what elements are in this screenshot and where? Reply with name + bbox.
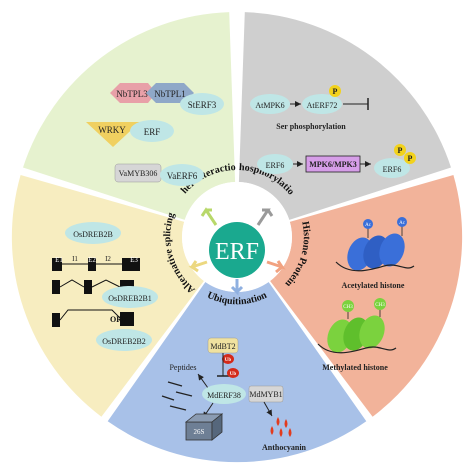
osdreb2b-label: OsDREB2B — [73, 230, 113, 239]
methylated-histone-label: Methylated histone — [322, 363, 388, 372]
acetylated-nucleosome-icon — [335, 217, 415, 272]
vaerf6-oval — [160, 164, 204, 186]
center-arrows — [188, 207, 286, 296]
arrow-splice-icon — [188, 260, 208, 273]
peptides-arrow-icon — [197, 373, 209, 389]
mderf38-oval — [202, 384, 246, 404]
ub-2-label: Ub — [230, 372, 237, 377]
mdmyb1-box — [248, 385, 284, 403]
phosphate-3-icon — [404, 152, 416, 164]
wrky-label: WRKY — [98, 125, 126, 135]
ac-2-label: Ac — [399, 221, 406, 226]
anthocyanin-arrow-icon — [263, 401, 273, 417]
methylated-nucleosome-icon — [317, 298, 397, 354]
nbtpl3-label: NbTPL3 — [116, 89, 148, 99]
vaerf6-label: VaERF6 — [167, 171, 198, 181]
phosphorylation-content: AtMPK6 AtERF72 P Ser phosphorylation ERF… — [250, 85, 416, 178]
arrow-other-icon — [200, 207, 218, 226]
center-label: ERF — [215, 239, 259, 265]
splice-variant-2-icon — [52, 309, 134, 327]
arrow-phos-icon — [256, 208, 274, 226]
phosphate-2-label: P — [398, 146, 403, 155]
sterf3-label: StERF3 — [188, 100, 217, 110]
ub-1-icon — [222, 354, 234, 364]
proteasome-icon — [184, 413, 224, 441]
osdreb2b2-oval — [96, 329, 152, 351]
i1-label: I1 — [72, 255, 78, 263]
sterf3-oval — [180, 93, 224, 115]
mdmyb1-label: MdMYB1 — [249, 390, 282, 399]
i2-label: I2 — [105, 255, 111, 263]
ser-phosphorylation-label: Ser phosphorylation — [276, 122, 346, 131]
arrow-histone-icon — [266, 260, 286, 274]
e1-label: E1 — [55, 256, 63, 264]
erf-label: ERF — [144, 127, 161, 137]
aterf72-label: AtERF72 — [307, 101, 338, 110]
peptides-label: Peptides — [169, 363, 196, 372]
aterf72-oval — [302, 94, 342, 114]
osdreb2b1-oval — [102, 286, 158, 308]
nbtpl3-hexagon — [110, 83, 156, 103]
erf-oval — [130, 120, 174, 142]
e2-label: E2 — [88, 256, 96, 264]
sector-histone-protein — [270, 175, 463, 417]
anthocyanin-label: Anthocyanin — [262, 443, 307, 452]
phosphate-3-label: P — [408, 154, 413, 163]
mpk-label: MPK6/MPK3 — [309, 160, 357, 169]
phosphate-2-icon — [394, 144, 406, 156]
atmpk6-label: AtMPK6 — [255, 101, 284, 110]
vamyb306-label: VaMYB306 — [119, 169, 158, 178]
phosphate-1-icon — [329, 85, 341, 97]
osdreb2b-oval — [65, 222, 121, 244]
orf-label: ORF — [110, 315, 127, 324]
osdreb2b1-label: OsDREB2B1 — [108, 294, 152, 303]
splicing-content: OsDREB2B E1 I1 E2 I2 E3 OsDREB2B1 ORF — [52, 222, 158, 351]
e3-label: E3 — [130, 256, 138, 264]
ac-1-label: Ac — [365, 223, 372, 228]
atmpk6-oval — [250, 94, 290, 114]
arrow-ubiq-icon — [230, 279, 244, 296]
histone-content: Ac Ac Acetylated histone CH3 CH3 Methyla… — [317, 217, 415, 372]
erf6-right-oval — [374, 158, 410, 178]
erf6-right-label: ERF6 — [383, 165, 402, 174]
peptides-icon — [161, 381, 193, 411]
other-interactions-content: NbTPL3 NbTPL1 StERF3 WRKY ERF VaMYB306 V… — [86, 83, 224, 186]
erf6-left-oval — [257, 154, 293, 174]
nbtpl1-hexagon — [146, 83, 194, 103]
wrky-triangle — [86, 122, 140, 147]
erf6-left-label: ERF6 — [266, 161, 285, 170]
ubiquitination-content: MdBT2 Ub Ub Peptides MdERF38 MdMYB1 26S — [161, 337, 307, 452]
nbtpl1-label: NbTPL1 — [154, 89, 186, 99]
osdreb2b2-label: OsDREB2B2 — [102, 337, 146, 346]
anthocyanin-drops-icon — [270, 417, 292, 437]
ch3-b-label: CH3 — [375, 303, 385, 308]
acetylated-histone-label: Acetylated histone — [342, 281, 405, 290]
ub-2-icon — [227, 368, 239, 378]
ch3-a-label: CH3 — [343, 305, 353, 310]
gene-structure-icon — [52, 258, 140, 271]
proteasome-label: 26S — [194, 428, 205, 436]
phosphate-1-label: P — [333, 87, 338, 96]
center-circle — [209, 222, 265, 278]
mderf38-label: MdERF38 — [207, 391, 241, 400]
mdbt2-label: MdBT2 — [210, 342, 235, 351]
ub-1-label: Ub — [225, 358, 232, 363]
